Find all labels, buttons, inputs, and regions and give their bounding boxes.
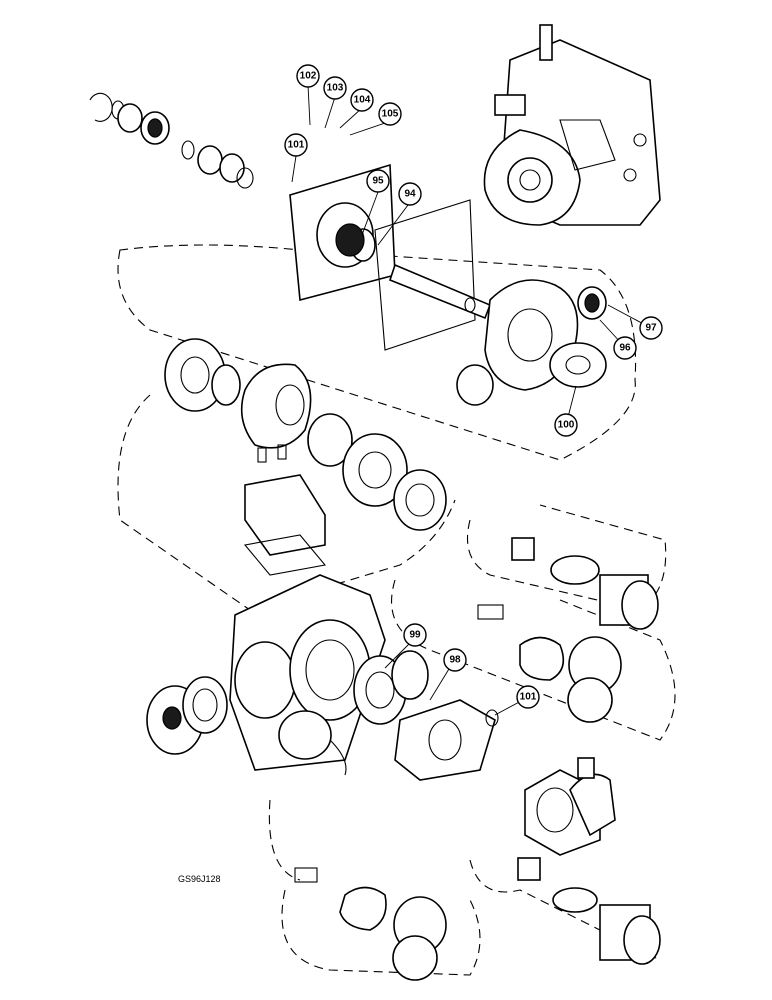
callout-label: 98 [449,655,461,666]
assembled-pump-view [483,24,661,226]
group-outline-rotating-group [117,244,637,461]
callout-label: 103 [327,83,344,94]
callout-94: 94 [398,182,422,206]
callout-label: 101 [288,140,305,151]
rotating-group [164,338,447,531]
charge-pump-spring [353,650,429,725]
charge-pump-body [394,699,499,781]
valve-cartridge-upper [511,537,659,630]
aux-pump [524,757,616,856]
callout-label: 101 [520,692,537,703]
cover-plate [289,163,396,302]
housing-left-parts [146,676,228,755]
callout-95: 95 [366,169,390,193]
group-outline-bottom [281,889,481,976]
callout-98: 98 [443,648,467,672]
group-outline-housing [117,394,456,611]
callout-label: 94 [404,189,416,200]
callout-97: 97 [639,316,663,340]
callout-100: 100 [554,413,578,437]
callout-label: 99 [409,630,421,641]
callout-label: 95 [372,176,384,187]
control-valve [243,444,327,576]
callout-label: 97 [645,323,657,334]
swash-seal-parts [549,286,607,388]
leader-lines [291,84,652,716]
callout-label: 105 [382,109,399,120]
spring-assembly-upper [477,604,622,723]
callout-101-upper: 101 [284,133,308,157]
callout-99: 99 [403,623,427,647]
callout-103: 103 [323,76,347,100]
callout-101-lower: 101 [516,685,540,709]
valve-cartridge-lower [517,857,661,965]
seal-stack-upper-left [89,92,254,189]
spring-assembly-lower [294,867,447,981]
group-outline-lower [268,799,661,961]
callout-102: 102 [296,64,320,88]
callout-label: 104 [354,95,371,106]
callout-label: 96 [619,343,631,354]
callout-96: 96 [613,336,637,360]
figure-id: GS96J128 [178,874,221,884]
callout-label: 100 [558,420,575,431]
gasket [374,199,476,351]
drive-shaft [389,263,492,320]
callout-105: 105 [378,102,402,126]
callout-label: 102 [300,71,317,82]
pump-housing [229,574,386,776]
callout-104: 104 [350,88,374,112]
group-outline-spring-upper [391,579,676,741]
